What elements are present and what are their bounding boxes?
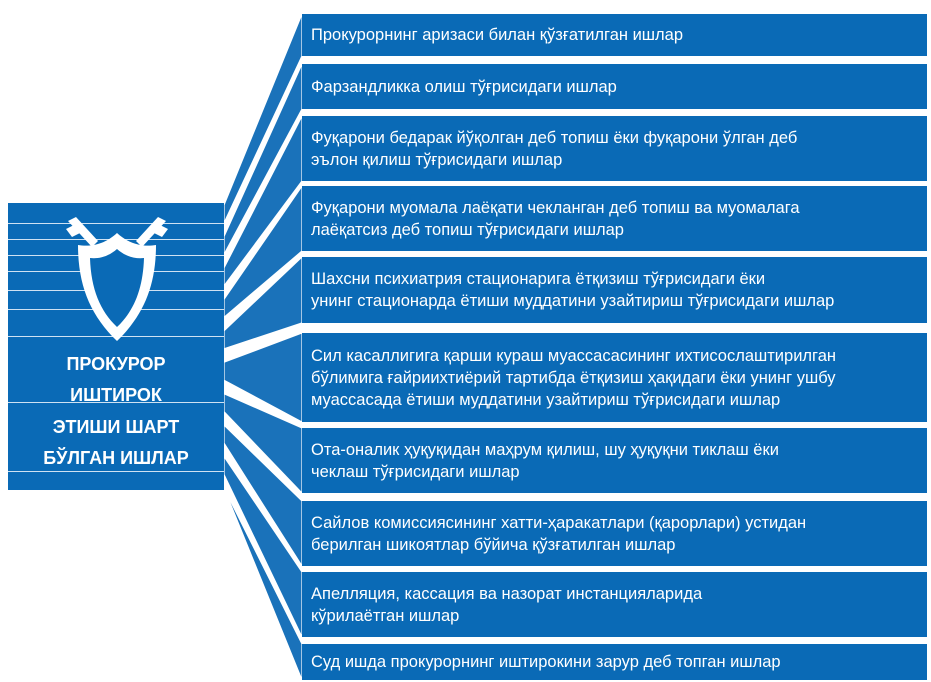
case-type-line: эълон қилиш тўғрисидаги ишлар [311,150,563,169]
connector [223,255,303,350]
center-divider [8,471,224,472]
case-type-line: бўлимига ғайриихтиёрий тартибда ётқизиш … [311,368,836,387]
case-type-line: Фуқарони бедарак йўқолган деб топиш ёки … [311,128,798,147]
case-type-item: Сайлов комиссиясининг хатти-ҳаракатлари … [302,501,927,566]
connector [223,423,303,569]
case-type-text: Ота-оналик ҳуқуқидан маҳрум қилиш, шу ҳу… [311,439,779,483]
case-type-line: Фуқарони муомала лаёқати чекланган деб т… [311,198,800,217]
center-divider [8,402,224,403]
center-node: ПРОКУРОР ИШТИРОК ЭТИШИ ШАРТ БЎЛГАН ИШЛАР [8,203,224,490]
case-type-line: Ота-оналик ҳуқуқидан маҳрум қилиш, шу ҳу… [311,440,779,459]
case-type-item: Ота-оналик ҳуқуқидан маҳрум қилиш, шу ҳу… [302,428,927,493]
case-type-line: Апелляция, кассация ва назорат инстанция… [311,584,703,603]
case-type-text: Сил касаллигига қарши кураш муассасасини… [311,345,836,411]
case-type-text: Фуқарони муомала лаёқати чекланган деб т… [311,197,800,241]
connector [223,13,303,224]
center-title-line-1: ПРОКУРОР [66,354,166,374]
case-type-line: Сил касаллигига қарши кураш муассасасини… [311,346,836,365]
case-type-line: Прокурорнинг аризаси билан қўзғатилган и… [311,26,684,44]
shield-crossed-swords-icon [66,217,168,341]
case-type-text: Фарзандликка олиш тўғрисидаги ишлар [311,76,617,98]
case-type-item: Фарзандликка олиш тўғрисидаги ишлар [302,64,927,109]
connector [223,63,303,255]
center-title-line-2: ИШТИРОК [70,385,162,405]
case-type-line: унинг стационарда ётиши муддатини узайти… [311,292,835,310]
case-type-item: Прокурорнинг аризаси билан қўзғатилган и… [302,14,927,56]
case-type-text: Апелляция, кассация ва назорат инстанция… [311,583,702,627]
connector [223,392,303,495]
case-type-item: Фуқарони муомала лаёқати чекланган деб т… [302,186,927,251]
case-type-line: чеклаш тўғрисидаги ишлар [311,462,520,481]
case-type-line: лаёқатсиз деб топиш тўғрисидаги ишлар [311,220,624,239]
case-type-item: Сил касаллигига қарши кураш муассасасини… [302,333,927,422]
case-type-line: Сайлов комиссиясининг хатти-ҳаракатлари … [311,513,807,532]
case-type-line: берилган шикоятлар бўйича қўзғатилган иш… [311,535,676,554]
case-type-item: Шахсни психиатрия стационарига ётқизиш т… [302,257,927,323]
center-title-line-4: БЎЛГАН ИШЛАР [43,448,189,468]
case-type-line: Шахсни психиатрия стационарига ётқизиш т… [311,270,766,288]
case-type-item: Суд ишда прокурорнинг иштирокини зарур д… [302,644,927,680]
case-type-line: Суд ишда прокурорнинг иштирокини зарур д… [311,653,781,671]
case-type-text: Фуқарони бедарак йўқолган деб топиш ёки … [311,127,797,171]
connector [223,115,303,288]
center-title-line-3: ЭТИШИ ШАРТ [52,417,180,437]
case-type-item: Фуқарони бедарак йўқолган деб топиш ёки … [302,116,927,181]
case-type-line: Фарзандликка олиш тўғрисидаги ишлар [311,77,617,96]
case-type-text: Суд ишда прокурорнинг иштирокини зарур д… [311,651,781,673]
connector [223,184,303,319]
case-type-line: муассасада ётиши муддатини узайтириш тўғ… [311,390,781,409]
connector [223,454,303,638]
center-divider [8,223,224,224]
case-type-line: кўрилаётган ишлар [311,606,460,625]
case-type-text: Шахсни психиатрия стационарига ётқизиш т… [311,268,834,312]
case-type-item: Апелляция, кассация ва назорат инстанция… [302,572,927,637]
case-type-text: Сайлов комиссиясининг хатти-ҳаракатлари … [311,512,806,556]
case-type-text: Прокурорнинг аризаси билан қўзғатилган и… [311,24,683,46]
connector [223,332,303,424]
